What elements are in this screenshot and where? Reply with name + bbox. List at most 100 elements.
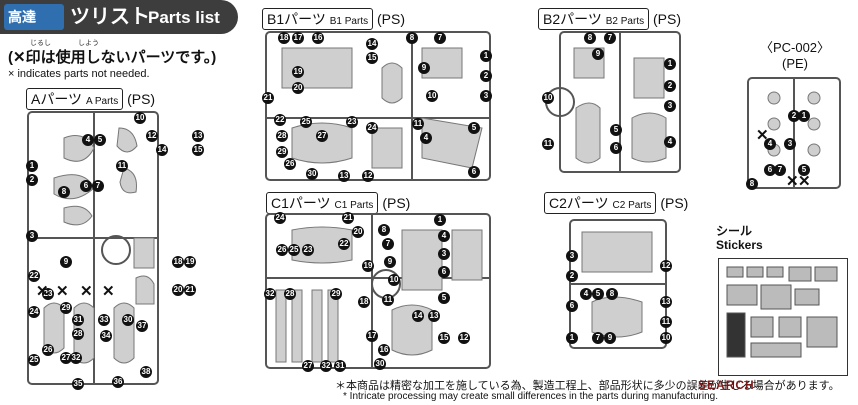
part-b1-27: 27	[316, 130, 328, 142]
part-c2-10: 10	[660, 332, 672, 344]
part-c1-21: 21	[342, 212, 354, 224]
part-c1-32: 32	[320, 360, 332, 372]
part-b1-22: 22	[274, 114, 286, 126]
part-c2-5: 5	[592, 288, 604, 300]
part-a-18: 18	[172, 256, 184, 268]
part-a-9: 9	[60, 256, 72, 268]
part-c1-12: 12	[458, 332, 470, 344]
part-b1-28: 28	[276, 130, 288, 142]
part-b2-4: 4	[664, 136, 676, 148]
part-a-31: 31	[72, 314, 84, 326]
part-a-14: 14	[156, 144, 168, 156]
note-jp: (✕印は使用しないパーツです。)	[8, 49, 217, 66]
ruby-note-1: じるし	[30, 40, 51, 47]
runner-b1-frame	[265, 31, 491, 181]
part-c1-6: 6	[438, 266, 450, 278]
part-c2-4: 4	[580, 288, 592, 300]
runner-a: 4 5 1 2 6 7 8 3 9 10 11 12 13 14 15 19 1…	[24, 108, 204, 390]
part-b1-15: 15	[366, 52, 378, 64]
part-b2-3: 3	[664, 100, 676, 112]
part-c1-15: 15	[438, 332, 450, 344]
part-c1-24: 24	[274, 212, 286, 224]
part-b1-21: 21	[262, 92, 274, 104]
stickers-label: シール Stickers	[716, 224, 763, 252]
ruby-note-2: しよう	[78, 40, 99, 47]
part-b1-2: 2	[480, 70, 492, 82]
part-pc-7: 7	[774, 164, 786, 176]
x-mark: ✕	[798, 173, 811, 190]
part-c1-26: 26	[276, 244, 288, 256]
part-a-26: 26	[42, 344, 54, 356]
x-mark: ✕	[102, 283, 115, 300]
part-c1-29: 29	[330, 288, 342, 300]
x-mark: ✕	[756, 127, 769, 144]
part-c1-20: 20	[352, 226, 364, 238]
x-mark: ✕	[80, 283, 93, 300]
part-a-4: 4	[82, 134, 94, 146]
part-a-23: 23	[42, 288, 54, 300]
runner-b1: 18 17 16 14 15 19 20 21 22 28 29 25 27 2…	[262, 28, 494, 184]
runner-c2-frame	[569, 219, 667, 349]
part-a-8: 8	[58, 186, 70, 198]
part-b1-8: 8	[406, 32, 418, 44]
part-b2-7: 7	[604, 32, 616, 44]
part-c2-1: 1	[566, 332, 578, 344]
part-b1-10: 10	[426, 90, 438, 102]
part-a-24: 24	[28, 306, 40, 318]
part-pc-1: 1	[798, 110, 810, 122]
part-a-29: 29	[60, 302, 72, 314]
part-c1-1: 1	[434, 214, 446, 226]
part-a-32: 32	[70, 352, 82, 364]
part-pc-4: 4	[764, 138, 776, 150]
part-c2-6: 6	[566, 300, 578, 312]
part-b1-24: 24	[366, 122, 378, 134]
header-title-jp: ツリスト	[70, 6, 150, 28]
runner-c2: 3 2 12 4 5 8 6 13 11 10 7 9 1	[562, 212, 674, 352]
part-b1-12: 12	[362, 170, 374, 182]
header-title-en: Parts list	[148, 8, 220, 27]
part-a-38: 38	[140, 366, 152, 378]
part-a-21: 21	[184, 284, 196, 296]
part-c1-5: 5	[438, 292, 450, 304]
part-c1-14: 14	[412, 310, 424, 322]
part-c1-25: 25	[288, 244, 300, 256]
section-pc-label: 〈PC-002〉 (PE)	[759, 40, 831, 71]
part-c2-9: 9	[604, 332, 616, 344]
part-a-2: 2	[26, 174, 38, 186]
part-c1-19: 19	[362, 260, 374, 272]
part-c1-28: 28	[284, 288, 296, 300]
part-b2-8: 8	[584, 32, 596, 44]
part-a-1: 1	[26, 160, 38, 172]
x-mark: ✕	[786, 173, 799, 190]
part-a-7: 7	[92, 180, 104, 192]
part-c2-11: 11	[660, 316, 672, 328]
part-b1-13: 13	[338, 170, 350, 182]
part-c2-12: 12	[660, 260, 672, 272]
part-pc-2: 2	[788, 110, 800, 122]
section-b1-label: B1パーツ B1 Parts (PS)	[262, 8, 405, 30]
part-b1-25: 25	[300, 116, 312, 128]
part-b1-3: 3	[480, 90, 492, 102]
section-c2-label: C2パーツ C2 Parts (PS)	[544, 192, 688, 214]
x-mark: ✕	[56, 283, 69, 300]
part-b2-5: 5	[610, 124, 622, 136]
part-b2-10: 10	[542, 92, 554, 104]
part-c1-27: 27	[302, 360, 314, 372]
part-c2-8: 8	[606, 288, 618, 300]
part-a-27: 27	[60, 352, 72, 364]
part-c1-10: 10	[388, 274, 400, 286]
part-b2-6: 6	[610, 142, 622, 154]
sticker-sheet-image	[726, 266, 838, 358]
part-pc-3: 3	[784, 138, 796, 150]
part-c1-9: 9	[384, 256, 396, 268]
part-c1-4: 4	[438, 230, 450, 242]
part-c1-11: 11	[382, 294, 394, 306]
part-b1-5: 5	[468, 122, 480, 134]
part-a-3: 3	[26, 230, 38, 242]
footer-note-jp: ＊本商品は精密な加工を施している為、製造工程上、部品形状に多少の誤差が生じる場合…	[335, 380, 840, 392]
part-b1-6: 6	[468, 166, 480, 178]
part-a-22: 22	[28, 270, 40, 282]
part-b1-23: 23	[346, 116, 358, 128]
part-pc-5: 5	[798, 164, 810, 176]
part-pc-6: 6	[764, 164, 776, 176]
